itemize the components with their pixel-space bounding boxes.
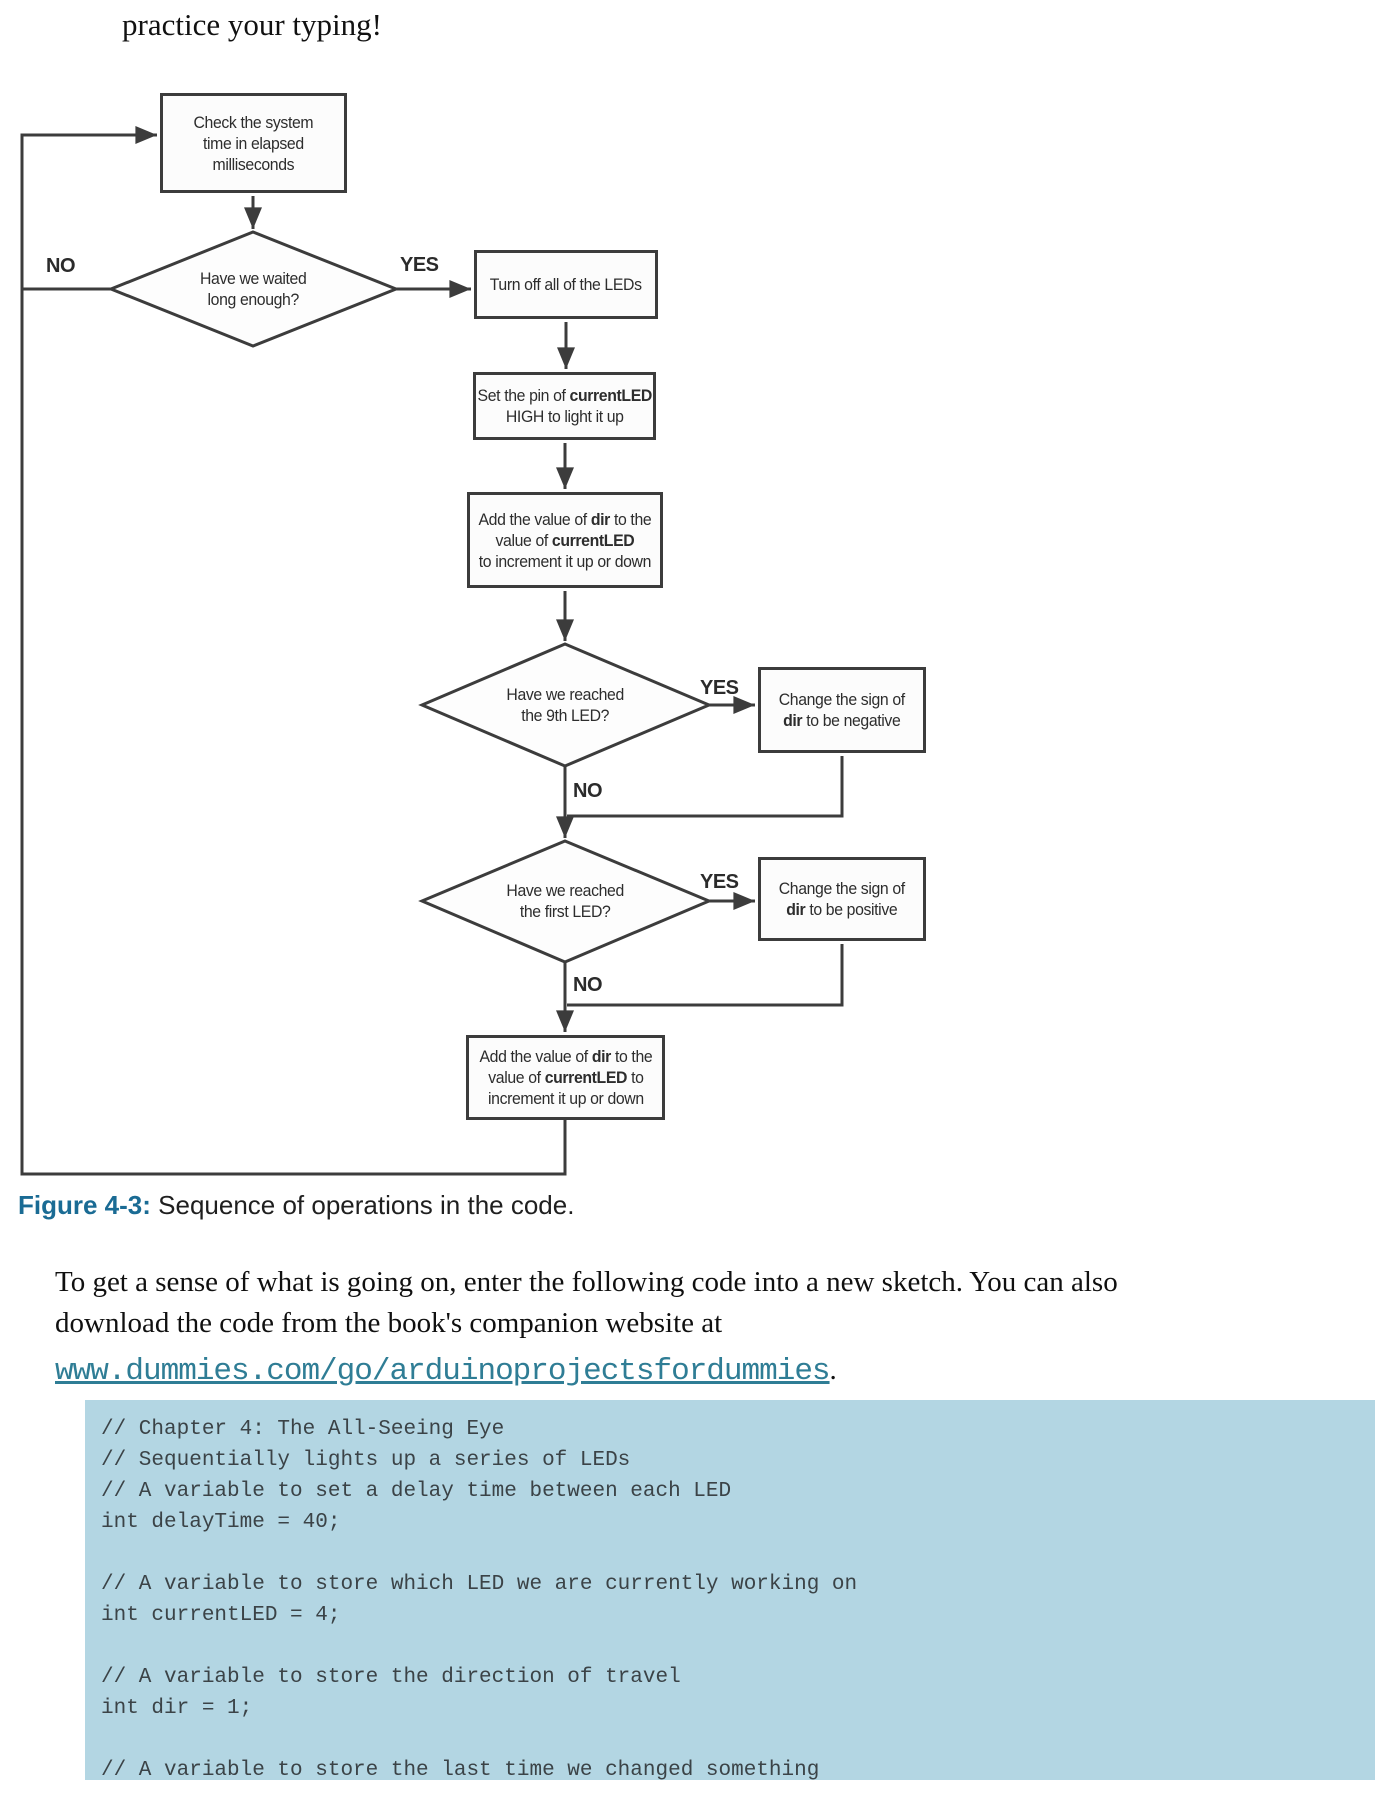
link-trailing-period: . — [829, 1354, 837, 1386]
paragraph-line-2: download the code from the book's compan… — [55, 1307, 723, 1339]
link-line: www.dummies.com/go/arduinoprojectsfordum… — [55, 1350, 1365, 1392]
figure-caption-label: Figure 4-3: — [18, 1190, 151, 1220]
box6-return-connector — [567, 944, 844, 1007]
branch-label-no-1: NO — [46, 255, 76, 277]
decision-diamond-waited — [106, 230, 401, 348]
figure-caption-text: Sequence of operations in the code. — [150, 1190, 575, 1220]
branch-label-yes-3: YES — [700, 871, 739, 893]
heading-text: practice your typing! — [122, 7, 382, 42]
branch-label-no-2: NO — [573, 780, 603, 802]
branch-label-no-3: NO — [573, 974, 603, 996]
box5-return-connector — [567, 756, 844, 818]
paragraph-line-1: To get a sense of what is going on, ente… — [55, 1266, 1118, 1298]
flowchart-node-turn-off-leds-text: Turn off all of the LEDs — [490, 275, 642, 294]
code-listing: // Chapter 4: The All-Seeing Eye // Sequ… — [101, 1418, 858, 1780]
body-paragraph: To get a sense of what is going on, ente… — [55, 1262, 1365, 1392]
loop-rail-connector — [20, 126, 567, 1176]
companion-website-link[interactable]: www.dummies.com/go/arduinoprojectsfordum… — [55, 1354, 831, 1389]
branch-label-yes-2: YES — [700, 677, 739, 699]
flowchart-node-turn-off-leds: Turn off all of the LEDs — [474, 250, 658, 319]
flowchart-diagram — [20, 126, 844, 1176]
figure-caption: Figure 4-3: Sequence of operations in th… — [18, 1190, 574, 1221]
branch-label-yes-1: YES — [400, 254, 439, 276]
decision-diamond-9th-led — [418, 642, 713, 768]
code-block: // Chapter 4: The All-Seeing Eye // Sequ… — [85, 1400, 1375, 1780]
decision-diamond-first-led — [418, 839, 713, 964]
